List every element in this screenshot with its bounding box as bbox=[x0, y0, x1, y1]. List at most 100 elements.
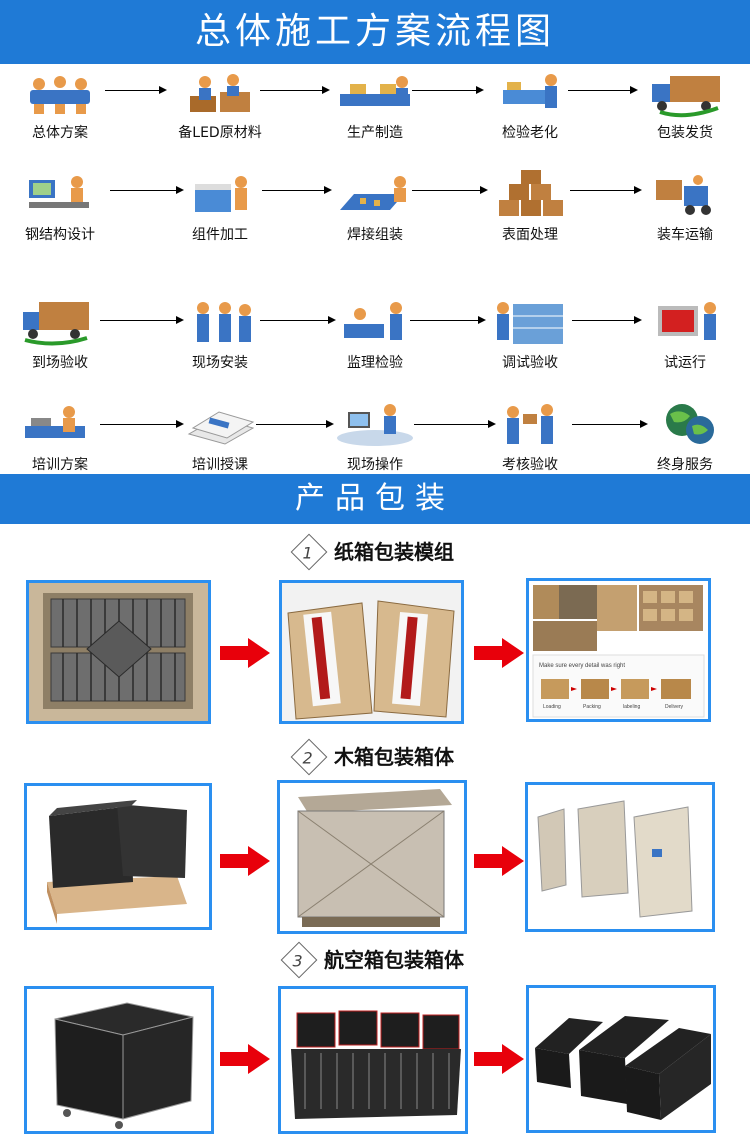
flow-step-label: 考核验收 bbox=[502, 457, 558, 473]
flow-step-label: 备LED原材料 bbox=[178, 125, 262, 141]
materials-icon bbox=[175, 68, 265, 118]
flow-step: 组件加工 bbox=[160, 170, 280, 244]
photo-wooden-cases bbox=[525, 782, 715, 932]
flow-arrow bbox=[414, 420, 496, 428]
flow-step-label: 调试验收 bbox=[502, 355, 558, 371]
welding-icon bbox=[330, 170, 420, 220]
flow-arrow bbox=[105, 86, 167, 94]
flow-arrow bbox=[412, 86, 484, 94]
process-step-label: Packing bbox=[583, 704, 601, 710]
photo-cabinets-on-pallet bbox=[24, 783, 212, 930]
design-computer-icon bbox=[15, 170, 105, 220]
red-arrow-icon bbox=[220, 846, 270, 876]
flow-step-label: 现场安装 bbox=[192, 355, 248, 371]
section-number-badge: 2 bbox=[290, 738, 328, 776]
photo-open-flight-cases bbox=[278, 986, 468, 1134]
flow-step-label: 总体方案 bbox=[32, 125, 88, 141]
flow-step: 装车运输 bbox=[625, 170, 745, 244]
arrival-truck-icon bbox=[15, 298, 105, 348]
photo-wooden-crate bbox=[277, 780, 467, 934]
flow-arrow bbox=[100, 316, 184, 324]
flow-step-label: 试运行 bbox=[664, 355, 706, 371]
installers-icon bbox=[175, 298, 265, 348]
flow-step-label: 现场操作 bbox=[347, 457, 403, 473]
red-arrow-icon bbox=[220, 1044, 270, 1074]
page-title-banner: 总体施工方案流程图 bbox=[0, 0, 750, 64]
flow-step: 考核验收 bbox=[470, 400, 590, 474]
flow-step: 总体方案 bbox=[0, 68, 120, 142]
forklift-icon bbox=[640, 170, 730, 220]
documents-icon bbox=[175, 400, 265, 450]
flow-step: 表面处理 bbox=[470, 170, 590, 244]
flow-step: 监理检验 bbox=[315, 298, 435, 372]
meeting-icon bbox=[15, 68, 105, 118]
globe-icon bbox=[640, 400, 730, 450]
flow-step-label: 生产制造 bbox=[347, 125, 403, 141]
server-rack-icon bbox=[485, 298, 575, 348]
flow-arrow bbox=[256, 420, 334, 428]
flow-arrow bbox=[570, 186, 642, 194]
flow-step-label: 包装发货 bbox=[657, 125, 713, 141]
photo-flight-cases-row bbox=[526, 985, 716, 1133]
assembly-workstation-icon bbox=[175, 170, 265, 220]
flow-step-label: 钢结构设计 bbox=[25, 227, 95, 243]
flow-step-label: 到场验收 bbox=[32, 355, 88, 371]
flow-step: 焊接组装 bbox=[315, 170, 435, 244]
flow-step-label: 表面处理 bbox=[502, 227, 558, 243]
flow-row-4: 培训方案 培训授课 现场操作 考核验收 终身服务 bbox=[0, 398, 750, 474]
flow-step: 培训方案 bbox=[0, 400, 120, 474]
photo-warehouse-process: Make sure every detail was right Loading… bbox=[526, 578, 711, 722]
flow-row-2: 钢结构设计 组件加工 焊接组装 表面处理 装车运输 bbox=[0, 168, 750, 248]
flow-step-label: 培训授课 bbox=[192, 457, 248, 473]
flow-step-label: 装车运输 bbox=[657, 227, 713, 243]
red-arrow-icon bbox=[220, 638, 270, 668]
photo-carton-modules bbox=[26, 580, 211, 724]
handover-icon bbox=[485, 400, 575, 450]
photo-open-cartons bbox=[279, 580, 464, 724]
flow-arrow bbox=[262, 186, 332, 194]
section-banner: 产品包装 bbox=[0, 474, 750, 524]
flow-row-1: 总体方案 备LED原材料 生产制造 检验老化 包装发货 bbox=[0, 66, 750, 146]
stacked-boxes-icon bbox=[485, 170, 575, 220]
flow-step: 备LED原材料 bbox=[160, 68, 280, 142]
flow-step-label: 组件加工 bbox=[192, 227, 248, 243]
manufacturing-icon bbox=[330, 68, 420, 118]
section-title-text: 纸箱包装模组 bbox=[334, 540, 454, 564]
process-step-label: Delivery bbox=[665, 704, 684, 710]
flow-step-label: 培训方案 bbox=[32, 457, 88, 473]
delivery-truck-icon bbox=[640, 68, 730, 118]
process-caption: Make sure every detail was right bbox=[539, 663, 625, 669]
flow-arrow bbox=[100, 420, 184, 428]
flow-step-label: 检验老化 bbox=[502, 125, 558, 141]
trainer-desk-icon bbox=[15, 400, 105, 450]
flow-arrow bbox=[572, 316, 642, 324]
flow-step: 钢结构设计 bbox=[0, 170, 120, 244]
flow-arrow bbox=[260, 316, 336, 324]
flow-step-label: 终身服务 bbox=[657, 457, 713, 473]
flow-step: 培训授课 bbox=[160, 400, 280, 474]
inspection-icon bbox=[485, 68, 575, 118]
display-test-icon bbox=[640, 298, 730, 348]
flow-step-label: 监理检验 bbox=[347, 355, 403, 371]
flow-step: 试运行 bbox=[625, 298, 745, 372]
section-number-badge: 1 bbox=[290, 533, 328, 571]
flow-row-3: 到场验收 现场安装 监理检验 调试验收 试运行 bbox=[0, 296, 750, 376]
flow-step: 现场安装 bbox=[160, 298, 280, 372]
flow-step: 包装发货 bbox=[625, 68, 745, 142]
section-number-badge: 3 bbox=[280, 941, 318, 979]
process-step-label: Loading bbox=[543, 704, 561, 710]
flow-step: 到场验收 bbox=[0, 298, 120, 372]
supervision-icon bbox=[330, 298, 420, 348]
flow-arrow bbox=[412, 186, 488, 194]
flow-arrow bbox=[568, 86, 638, 94]
flow-step: 调试验收 bbox=[470, 298, 590, 372]
section-title-text: 航空箱包装箱体 bbox=[324, 948, 464, 972]
flow-arrow bbox=[410, 316, 486, 324]
process-step-label: labeling bbox=[623, 704, 640, 710]
flow-step: 现场操作 bbox=[315, 400, 435, 474]
operation-computer-icon bbox=[330, 400, 420, 450]
flow-step-label: 焊接组装 bbox=[347, 227, 403, 243]
